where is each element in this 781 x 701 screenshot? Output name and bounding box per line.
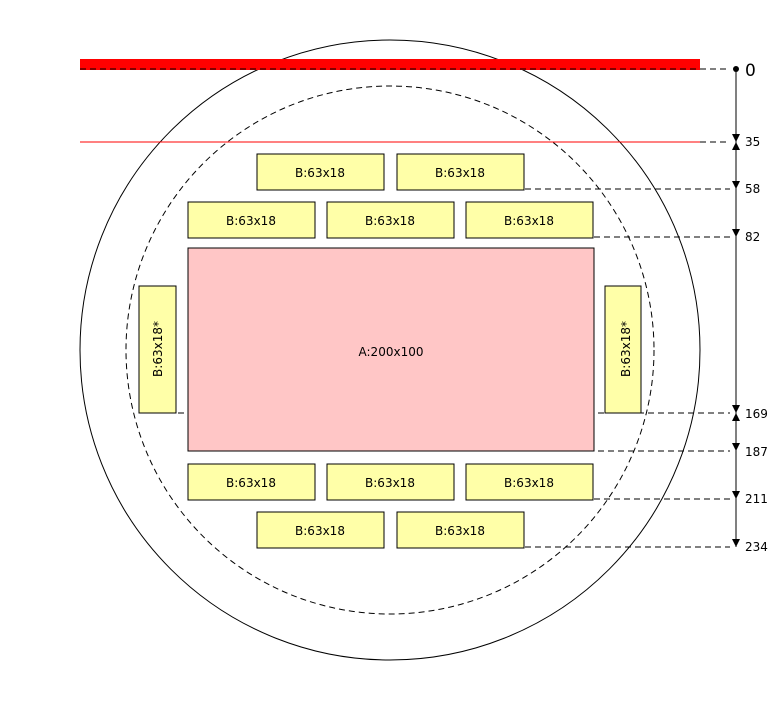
block-row3-0: B:63x18	[187, 463, 316, 501]
block-row3-1: B:63x18	[326, 463, 455, 501]
dim-label-35: 35	[745, 135, 760, 149]
svg-text:B:63x18: B:63x18	[226, 214, 276, 228]
block-side-right: B:63x18*	[604, 285, 642, 414]
dim-label-169: 169	[745, 407, 768, 421]
block-row1-1: B:63x18	[396, 153, 525, 191]
svg-text:B:63x18: B:63x18	[435, 524, 485, 538]
dim-label-211: 211	[745, 492, 768, 506]
svg-text:B:63x18: B:63x18	[295, 524, 345, 538]
block-row2-2: B:63x18	[465, 201, 594, 239]
svg-text:B:63x18*: B:63x18*	[151, 321, 165, 377]
dim-label-58: 58	[745, 182, 760, 196]
block-row2-0: B:63x18	[187, 201, 316, 239]
wafer-edge-bar	[80, 59, 700, 70]
dim-label-234: 234	[745, 540, 768, 554]
dim-label-187: 187	[745, 445, 768, 459]
svg-text:B:63x18: B:63x18	[435, 166, 485, 180]
block-row4-0: B:63x18	[256, 511, 385, 549]
dim-label-0: 0	[745, 61, 756, 81]
svg-text:B:63x18: B:63x18	[504, 476, 554, 490]
outer-wafer-circle	[79, 39, 701, 661]
svg-text:B:63x18: B:63x18	[504, 214, 554, 228]
block-row1-0: B:63x18	[256, 153, 385, 191]
svg-text:B:63x18*: B:63x18*	[619, 321, 633, 377]
block-side-left: B:63x18*	[138, 285, 177, 414]
block-row2-1: B:63x18	[326, 201, 455, 239]
svg-text:B:63x18: B:63x18	[295, 166, 345, 180]
dim-label-82: 82	[745, 230, 760, 244]
block-row3-2: B:63x18	[465, 463, 594, 501]
die-a-label: A:200x100	[359, 345, 424, 359]
svg-text:B:63x18: B:63x18	[365, 476, 415, 490]
dimension-axis	[732, 66, 740, 547]
die-a: A:200x100	[187, 247, 595, 452]
inner-dashed-circle	[125, 85, 655, 615]
svg-text:B:63x18: B:63x18	[226, 476, 276, 490]
block-row4-1: B:63x18	[396, 511, 525, 549]
svg-text:B:63x18: B:63x18	[365, 214, 415, 228]
